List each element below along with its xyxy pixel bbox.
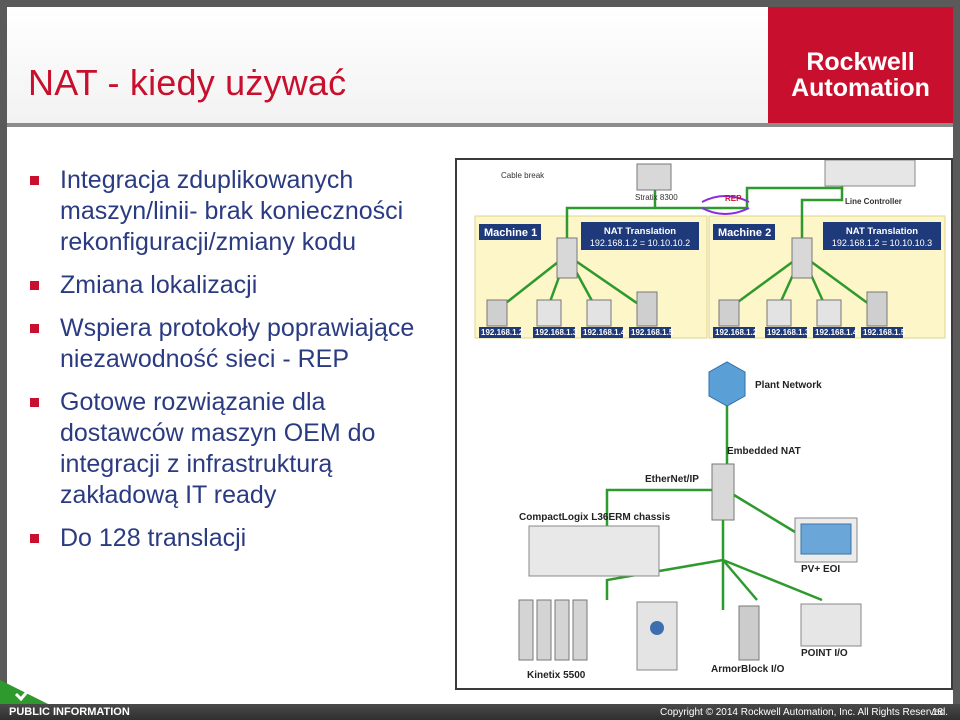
kinetix-drive-icon [518,599,534,661]
machine1-drive-icon [486,299,508,327]
machine2-ip-1: 192.168.1.2 [715,328,758,337]
machine1-ip-4: 192.168.1.5 [631,328,674,337]
slide-footer: PUBLIC INFORMATION Copyright © 2014 Rock… [0,704,960,720]
bullet-text: Wspiera protokoły poprawiające niezawodn… [60,314,415,373]
ip-badge [629,327,671,338]
classification-label: PUBLIC INFORMATION [9,706,130,718]
armorblock-label: ArmorBlock I/O [711,664,785,675]
machine2-nat-title: NAT Translation [846,226,918,237]
powerflex-drive-icon [636,601,678,671]
rep-ring-bottom [701,207,750,215]
pv-eoi-screen-icon [800,523,852,555]
machine1-nat-map: 192.168.1.2 = 10.10.10.2 [590,238,690,248]
embedded-nat-label: Embedded NAT [727,446,801,457]
rockwell-logo: Rockwell Automation [768,7,953,123]
machine1-io-icon [586,299,612,327]
machine1-badge [479,224,541,240]
point-io-icon [800,603,862,647]
bullet-text: Zmiana lokalizacji [60,271,258,299]
pv-eoi-label: PV+ EOI [801,564,840,575]
kinetix-label: Kinetix 5500 [527,670,586,681]
machine2-nat-map: 192.168.1.2 = 10.10.10.3 [832,238,932,248]
machine1-hmi-icon [536,299,562,327]
rep-ring-top [701,195,750,203]
header-divider [7,123,953,127]
slide-title: NAT - kiedy używać [28,62,347,103]
ip-badge [533,327,575,338]
copyright-text: Copyright © 2014 Rockwell Automation, In… [660,707,949,718]
bullet-text: Do 128 translacji [60,524,247,552]
machine2-ip-2: 192.168.1.3 [767,328,810,337]
compactlogix-chassis-icon [528,525,660,577]
ip-badge [581,327,623,338]
bullet-text: Integracja zduplikowanych maszyn/linii- … [60,166,404,256]
machine2-ip-4: 192.168.1.5 [863,328,906,337]
machine2-ip-3: 192.168.1.4 [815,328,858,337]
kinetix-drive-icon [536,599,552,661]
machine2-io-icon [816,299,842,327]
ip-badge [813,327,855,338]
machine1-ip-2: 192.168.1.3 [535,328,578,337]
checkmark-icon [0,680,48,704]
ethernet-ip-label: EtherNet/IP [645,474,699,485]
machine1-switch-icon [556,237,578,279]
ip-label-group: 192.168.1.2 192.168.1.3 192.168.1.4 192.… [479,327,906,338]
rep-label: REP [725,194,742,203]
machine2-hmi-icon [766,299,792,327]
machine2-label: Machine 2 [718,227,771,239]
compactlogix-label: CompactLogix L36ERM chassis [519,512,671,523]
machine1-ip-1: 192.168.1.2 [481,328,524,337]
line-controller-label: Line Controller [845,197,902,206]
logo-line-2: Automation [791,74,930,102]
cable-break-label: Cable break [501,171,545,180]
bullet-square-icon [30,281,39,290]
machine2-drive-icon [718,299,740,327]
kinetix-drive-icon [554,599,570,661]
ip-badge [765,327,807,338]
machine2-controller-icon [866,291,888,327]
ip-badge [479,327,521,338]
machine2-switch-icon [791,237,813,279]
kinetix-drive-icon [572,599,588,661]
machine1-nat-title: NAT Translation [604,226,676,237]
machine2-nat-box [823,222,941,250]
bullet-item: Do 128 translacji [30,523,450,554]
network-diagram: Machine 1 Machine 2 NAT Translation 192.… [455,158,953,690]
machine1-label: Machine 1 [484,227,537,239]
bullet-square-icon [30,324,39,333]
bullet-item: Gotowe rozwiązanie dla dostawców maszyn … [30,387,450,511]
plant-network-switch-icon [708,361,746,407]
machine1-ip-3: 192.168.1.4 [583,328,626,337]
bullet-item: Integracja zduplikowanych maszyn/linii- … [30,165,450,258]
machine2-badge [713,224,775,240]
bullet-item: Wspiera protokoły poprawiające niezawodn… [30,313,450,375]
stratix-switch-icon [636,163,672,191]
logo-line-1: Rockwell [806,48,915,76]
line-controller-icon [824,159,916,187]
ip-badge [713,327,755,338]
bullet-square-icon [30,176,39,185]
bullet-item: Zmiana lokalizacji [30,270,450,301]
plant-network-label: Plant Network [755,380,822,391]
bullet-square-icon [30,398,39,407]
ip-badge [861,327,903,338]
machine1-controller-icon [636,291,658,327]
embedded-nat-switch-icon [711,463,735,521]
stratix-label: Stratix 8300 [635,193,678,202]
armorblock-icon [738,605,760,661]
ethernet-ip-links [605,488,823,610]
point-io-label: POINT I/O [801,648,848,659]
bullet-list: Integracja zduplikowanych maszyn/linii- … [30,165,450,566]
machine1-nat-box [581,222,699,250]
bullet-text: Gotowe rozwiązanie dla dostawców maszyn … [60,388,376,509]
powerflex-keypad-icon [650,621,664,635]
bullet-square-icon [30,534,39,543]
page-number: 18 [932,707,944,718]
